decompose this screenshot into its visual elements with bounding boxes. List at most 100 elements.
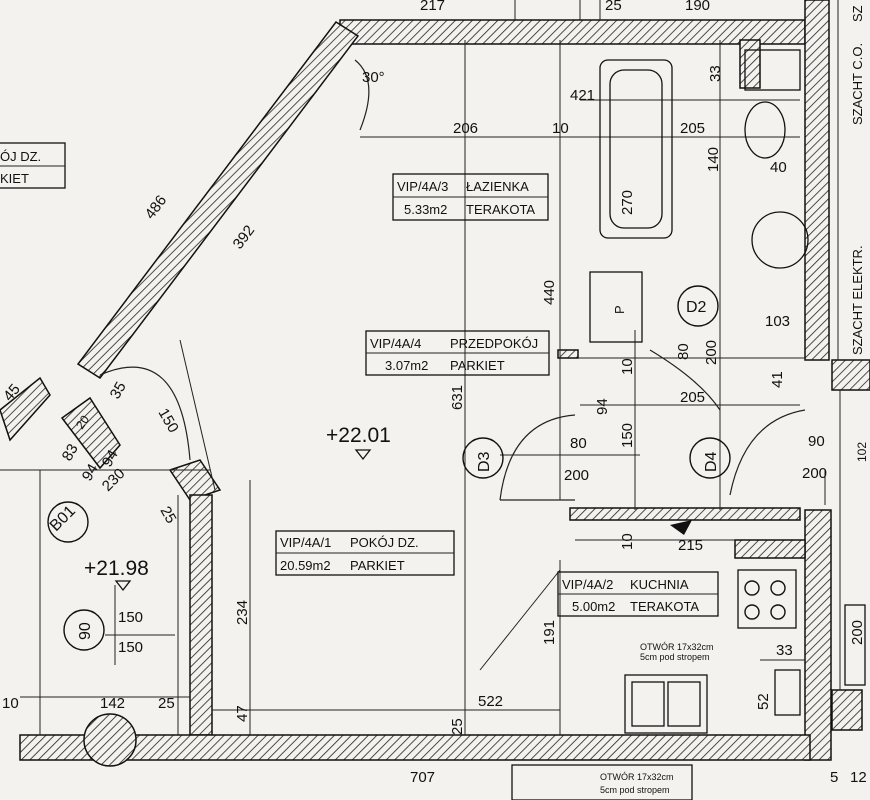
shaft-elec-label: SZACHT ELEKTR. <box>850 245 865 355</box>
marker-d4: D4 <box>689 437 731 479</box>
svg-text:25: 25 <box>157 504 180 527</box>
svg-text:47: 47 <box>234 705 251 722</box>
bathtub <box>599 59 673 239</box>
svg-text:142: 142 <box>100 695 125 712</box>
room-area: 5.33m2 <box>404 202 447 217</box>
svg-text:191: 191 <box>541 620 558 645</box>
svg-text:94: 94 <box>79 461 102 484</box>
elevation-balcony: +21.98 <box>84 557 149 580</box>
svg-text:215: 215 <box>678 537 703 554</box>
room-code: VIP/4A/3 <box>397 179 448 194</box>
room-name: KUCHNIA <box>630 577 689 592</box>
svg-text:631: 631 <box>449 385 466 410</box>
svg-text:234: 234 <box>234 600 251 625</box>
room-label-hall: VIP/4A/4 PRZEDPOKÓJ 3.07m2 PARKIET <box>365 330 550 376</box>
svg-text:206: 206 <box>453 120 478 137</box>
svg-text:30°: 30° <box>362 69 385 86</box>
marker-d2: D2 <box>677 285 719 327</box>
room-name: POKÓJ DZ. <box>350 535 419 550</box>
svg-text:80: 80 <box>675 343 692 360</box>
elevation-triangle <box>354 449 372 461</box>
room-area: 3.07m2 <box>385 358 428 373</box>
marker-window-90: 90 <box>63 609 105 651</box>
svg-text:200: 200 <box>849 620 866 645</box>
svg-text:150: 150 <box>118 639 143 656</box>
arrow-icon <box>670 520 692 535</box>
room-finish: PARKIET <box>450 358 505 373</box>
svg-text:80: 80 <box>570 435 587 452</box>
room-label-left-partial: ÓJ DZ. KIET <box>0 142 66 189</box>
room-name: PRZEDPOKÓJ <box>450 336 538 351</box>
svg-text:90: 90 <box>77 622 94 640</box>
svg-text:150: 150 <box>155 406 182 436</box>
washbasin <box>744 101 786 159</box>
svg-text:522: 522 <box>478 693 503 710</box>
svg-text:440: 440 <box>541 280 558 305</box>
room-label-living: VIP/4A/1 POKÓJ DZ. 20.59m2 PARKIET <box>275 530 455 576</box>
fixture-p-label: P <box>612 305 627 314</box>
svg-text:10: 10 <box>619 533 636 550</box>
room-area: 20.59m2 <box>280 558 331 573</box>
elevation-triangle <box>114 580 132 592</box>
svg-text:D3: D3 <box>476 451 493 472</box>
shaft-co-label: SZACHT C.O. <box>850 43 865 125</box>
room-name: ŁAZIENKA <box>466 179 529 194</box>
svg-text:35: 35 <box>107 379 130 402</box>
shaft-top-label: SZ <box>850 5 865 22</box>
room-label-bathroom: VIP/4A/3 ŁAZIENKA 5.33m2 TERAKOTA <box>392 173 549 221</box>
marker-b01: B01 <box>47 501 89 543</box>
toilet <box>751 211 809 269</box>
svg-text:102: 102 <box>855 442 869 462</box>
room-finish: PARKIET <box>350 558 405 573</box>
svg-text:33: 33 <box>707 65 724 82</box>
fixtures <box>511 49 866 800</box>
svg-text:25: 25 <box>605 0 622 14</box>
svg-text:200: 200 <box>703 340 720 365</box>
svg-text:205: 205 <box>680 389 705 406</box>
fridge-box <box>589 271 643 343</box>
svg-text:10: 10 <box>619 358 636 375</box>
room-code: VIP/4A/1 <box>280 535 331 550</box>
svg-text:5: 5 <box>830 769 838 786</box>
room-finish: TERAKOTA <box>630 599 699 614</box>
vent-note: 5cm pod stropem <box>600 785 670 795</box>
svg-text:150: 150 <box>619 423 636 448</box>
marker-d3: D3 <box>462 437 504 479</box>
svg-text:707: 707 <box>410 769 435 786</box>
svg-text:25: 25 <box>158 695 175 712</box>
svg-text:392: 392 <box>230 222 259 252</box>
room-area: 5.00m2 <box>572 599 615 614</box>
svg-text:ÓJ DZ.: ÓJ DZ. <box>0 149 41 164</box>
svg-text:94: 94 <box>594 398 611 415</box>
svg-text:200: 200 <box>802 465 827 482</box>
svg-text:205: 205 <box>680 120 705 137</box>
vent-note: OTWÓR 17x32cm <box>640 642 714 652</box>
svg-text:200: 200 <box>564 467 589 484</box>
svg-text:10: 10 <box>2 695 19 712</box>
svg-text:140: 140 <box>705 147 722 172</box>
stove <box>737 569 797 629</box>
room-finish: TERAKOTA <box>466 202 535 217</box>
room-label-kitchen: VIP/4A/2 KUCHNIA 5.00m2 TERAKOTA <box>557 571 719 617</box>
svg-text:103: 103 <box>765 313 790 330</box>
svg-text:94: 94 <box>99 447 122 470</box>
svg-text:12: 12 <box>850 769 867 786</box>
svg-text:486: 486 <box>142 192 171 222</box>
elevation-main: +22.01 <box>326 424 391 447</box>
svg-text:150: 150 <box>118 609 143 626</box>
svg-text:90: 90 <box>808 433 825 450</box>
svg-text:B01: B01 <box>47 503 79 535</box>
svg-text:217: 217 <box>420 0 445 14</box>
svg-text:190: 190 <box>685 0 710 14</box>
walls <box>0 0 870 767</box>
kitchen-sink <box>624 674 708 734</box>
svg-text:52: 52 <box>755 693 772 710</box>
svg-text:D2: D2 <box>686 299 707 316</box>
svg-text:10: 10 <box>552 120 569 137</box>
vent-note: OTWÓR 17x32cm <box>600 772 674 782</box>
svg-text:421: 421 <box>570 87 595 104</box>
svg-text:40: 40 <box>770 159 787 176</box>
dimension-lines <box>0 0 841 735</box>
svg-text:25: 25 <box>449 718 466 735</box>
